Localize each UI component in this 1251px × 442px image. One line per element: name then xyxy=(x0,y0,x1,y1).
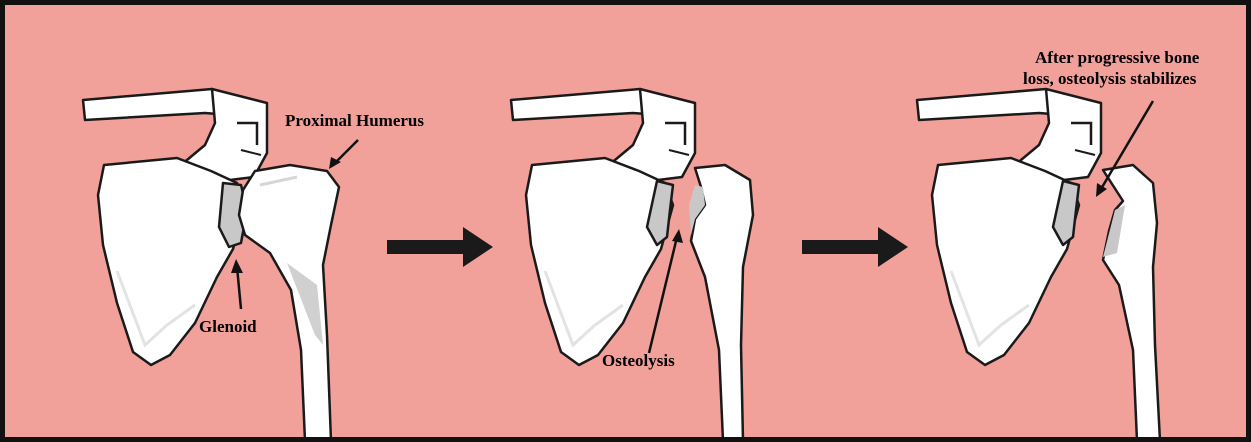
label-glenoid: Glenoid xyxy=(199,317,257,336)
label-osteolysis: Osteolysis xyxy=(602,351,675,370)
label-after-line1: After progressive bone xyxy=(1035,48,1200,67)
label-after-line2: loss, osteolysis stabilizes xyxy=(1023,69,1197,88)
figure-canvas: Proximal Humerus Glenoid Osteolysis Afte… xyxy=(5,5,1251,442)
label-proximal-humerus: Proximal Humerus xyxy=(285,111,424,130)
